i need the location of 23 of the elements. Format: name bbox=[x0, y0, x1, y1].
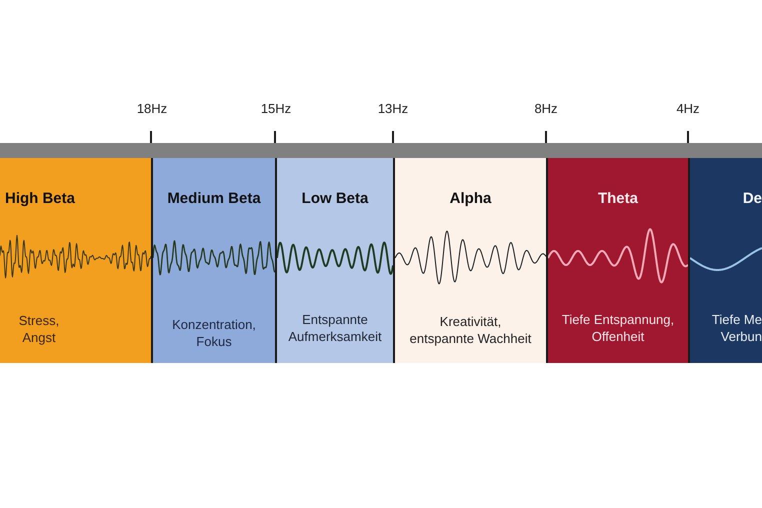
band-description: Stress, Angst bbox=[18, 312, 60, 346]
frequency-band bbox=[0, 158, 151, 363]
frequency-band bbox=[546, 158, 688, 363]
frequency-label: 13Hz bbox=[378, 100, 408, 117]
band-title: De bbox=[742, 189, 762, 209]
band-description: Tiefe Me Verbun bbox=[710, 311, 762, 345]
band-title: Low Beta bbox=[300, 189, 370, 209]
frequency-label: 18Hz bbox=[136, 100, 168, 117]
band-description: Entspannte Aufmerksamkeit bbox=[287, 311, 383, 345]
frequency-band bbox=[151, 158, 275, 363]
band-title: Medium Beta bbox=[166, 189, 262, 209]
band-description: Tiefe Entspannung, Offenheit bbox=[560, 311, 676, 345]
band-description: Konzentration, Fokus bbox=[171, 316, 257, 350]
frequency-label: 15Hz bbox=[260, 100, 292, 117]
frequency-label: 4Hz bbox=[676, 100, 700, 117]
frequency-band bbox=[275, 158, 393, 363]
band-title: High Beta bbox=[4, 189, 76, 209]
frequency-band bbox=[393, 158, 546, 363]
band-description: Kreativität, entspannte Wachheit bbox=[408, 313, 532, 347]
frequency-band bbox=[688, 158, 762, 363]
band-title: Alpha bbox=[448, 189, 492, 209]
frequency-label: 8Hz bbox=[534, 100, 558, 117]
band-title: Theta bbox=[596, 189, 639, 209]
